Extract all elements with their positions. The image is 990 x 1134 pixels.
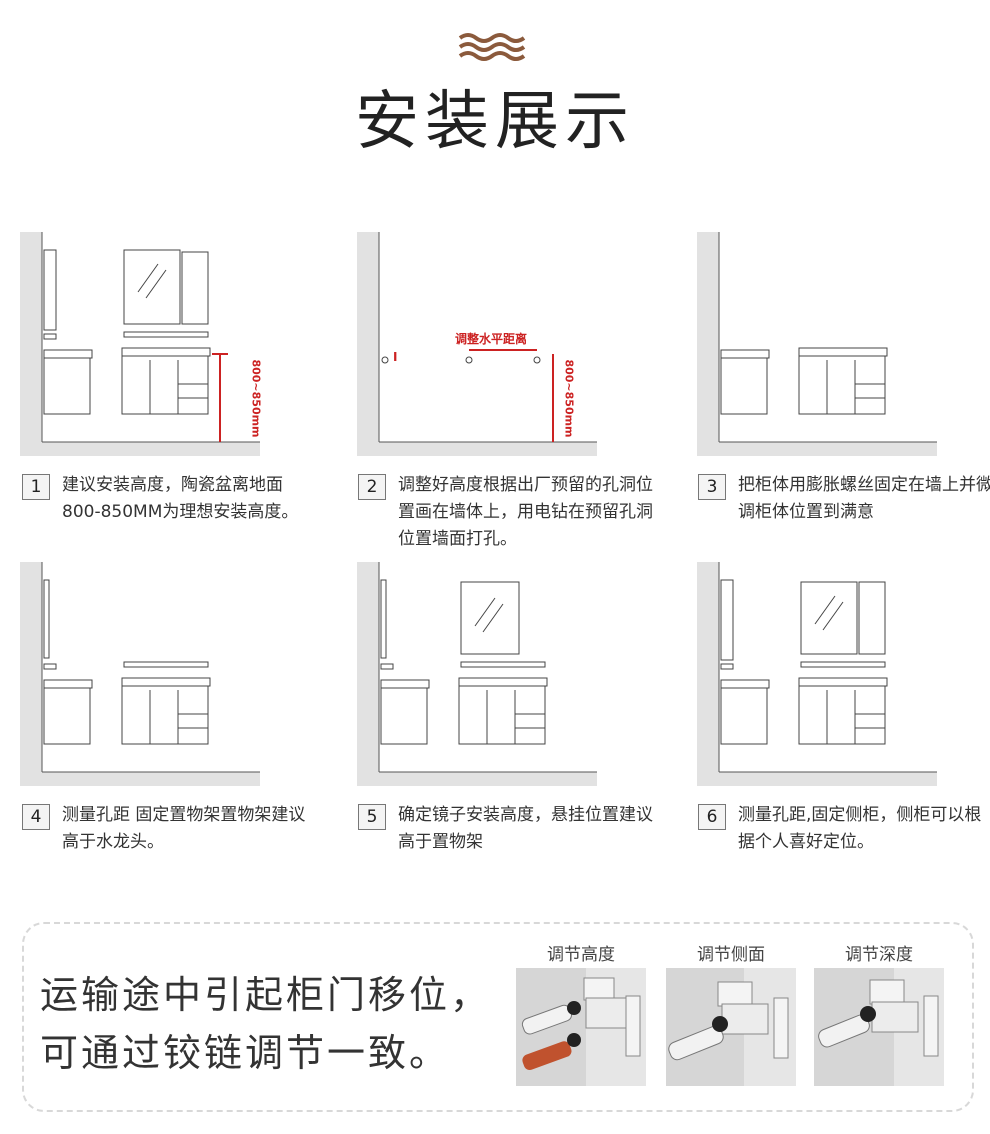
mark-label: I xyxy=(393,350,398,364)
diagram-step-2: I 调整水平距离 800~850mm xyxy=(357,232,607,462)
step-number: 4 xyxy=(22,804,50,830)
diagram-step-3 xyxy=(697,232,947,462)
hinge-label-side: 调节侧面 xyxy=(697,945,765,965)
step-text: 测量孔距,固定侧柜，侧柜可以根据个人喜好定位。 xyxy=(738,805,982,852)
step-text: 建议安装高度，陶瓷盆离地面800-850MM为理想安装高度。 xyxy=(62,475,299,522)
step-number: 5 xyxy=(358,804,386,830)
height-dimension-label: 800~850mm xyxy=(562,359,576,438)
wave-ornament-icon xyxy=(458,33,526,61)
step-text: 调整好高度根据出厂预留的孔洞位置画在墙体上，用电钻在预留孔洞位置墙面打孔。 xyxy=(398,475,653,549)
level-dimension-label: 调整水平距离 xyxy=(455,332,528,346)
diagram-step-4 xyxy=(20,562,270,792)
hinge-side-photo xyxy=(666,968,796,1086)
hinge-note: 运输途中引起柜门移位， 可通过铰链调节一致。 xyxy=(40,966,491,1082)
hinge-label-depth: 调节深度 xyxy=(845,945,913,965)
hinge-info-box xyxy=(22,922,974,1112)
diagram-step-6 xyxy=(697,562,947,792)
step-number: 6 xyxy=(698,804,726,830)
step-number: 1 xyxy=(22,474,50,500)
height-dimension-label: 800~850mm xyxy=(249,359,263,438)
step-text: 确定镜子安装高度，悬挂位置建议高于置物架 xyxy=(398,805,653,852)
hinge-label-height: 调节高度 xyxy=(547,945,615,965)
hinge-note-line-1: 运输途中引起柜门移位， xyxy=(40,973,492,1017)
step-text: 测量孔距 固定置物架置物架建议高于水龙头。 xyxy=(62,805,306,852)
hinge-height-photo xyxy=(516,968,646,1086)
step-text: 把柜体用膨胀螺丝固定在墙上并微调柜体位置到满意 xyxy=(738,475,990,522)
page-title: 安装展示 xyxy=(355,85,635,159)
hinge-depth-photo xyxy=(814,968,944,1086)
step-number: 2 xyxy=(358,474,386,500)
step-number: 3 xyxy=(698,474,726,500)
diagram-step-1: 800~850mm xyxy=(20,232,270,462)
hinge-note-line-2: 可通过铰链调节一致。 xyxy=(40,1031,451,1075)
diagram-step-5 xyxy=(357,562,607,792)
